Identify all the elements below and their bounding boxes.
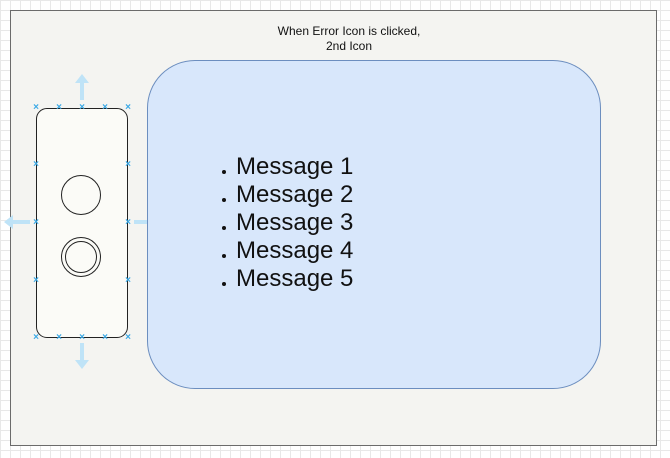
move-left-arrow-icon[interactable] [4,215,30,229]
list-item: Message 3 [219,209,353,237]
second-icon-button[interactable] [61,237,101,277]
second-icon-inner-ring [65,241,97,273]
resize-handle-icon[interactable]: × [125,275,131,286]
resize-handle-icon[interactable]: × [33,275,39,286]
resize-handle-icon[interactable]: × [33,102,39,113]
resize-handle-icon[interactable]: × [33,217,39,228]
resize-handle-icon[interactable]: × [56,102,62,113]
icon-panel[interactable] [36,108,128,338]
resize-handle-icon[interactable]: × [125,217,131,228]
caption-line-2: 2nd Icon [325,39,373,53]
resize-handle-icon[interactable]: × [33,159,39,170]
message-list: Message 1 Message 2 Message 3 Message 4 … [219,153,353,293]
resize-handle-icon[interactable]: × [102,332,108,343]
list-item: Message 4 [219,237,353,265]
resize-handle-icon[interactable]: × [79,332,85,343]
move-up-arrow-icon[interactable] [75,74,89,100]
resize-handle-icon[interactable]: × [125,159,131,170]
list-item: Message 1 [219,153,353,181]
move-down-arrow-icon[interactable] [75,343,89,369]
message-box[interactable] [147,60,601,389]
resize-handle-icon[interactable]: × [125,332,131,343]
resize-handle-icon[interactable]: × [125,102,131,113]
error-icon-button[interactable] [61,175,101,215]
resize-handle-icon[interactable]: × [33,332,39,343]
caption-line-1: When Error Icon is clicked, [277,24,421,38]
list-item: Message 5 [219,265,353,293]
caption-text[interactable]: When Error Icon is clicked, 2nd Icon [220,24,478,54]
resize-handle-icon[interactable]: × [79,102,85,113]
resize-handle-icon[interactable]: × [56,332,62,343]
list-item: Message 2 [219,181,353,209]
resize-handle-icon[interactable]: × [102,102,108,113]
